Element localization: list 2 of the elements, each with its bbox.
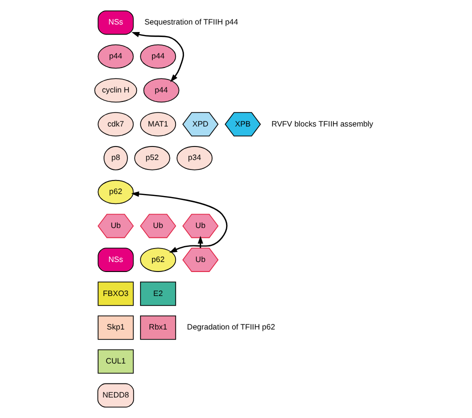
arrow [132,32,184,82]
arrow [131,191,228,253]
